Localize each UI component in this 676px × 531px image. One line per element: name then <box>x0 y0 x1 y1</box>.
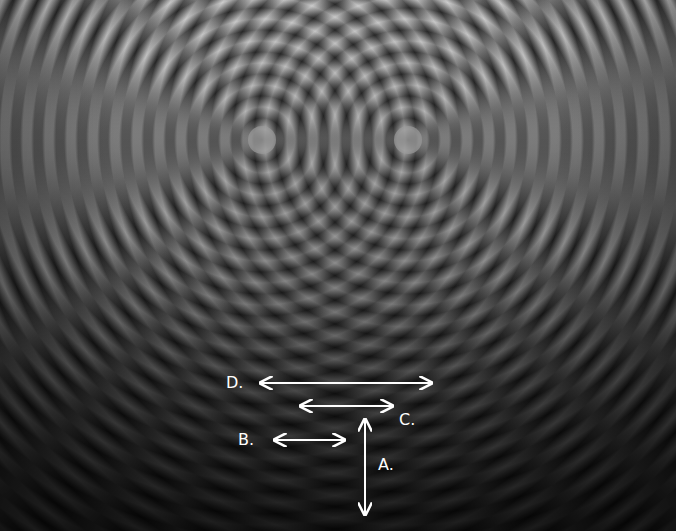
arrow-label: B. <box>238 431 254 449</box>
double-arrow <box>274 439 345 441</box>
double-arrow <box>260 382 432 384</box>
wave-source <box>394 126 422 154</box>
measure-arrows <box>260 383 432 515</box>
wave-source <box>248 126 276 154</box>
arrow-label: D. <box>226 374 243 392</box>
arrow-label: A. <box>378 456 394 474</box>
arrow-label: C. <box>399 411 415 429</box>
double-arrow <box>300 405 393 407</box>
double-arrow <box>364 419 366 515</box>
